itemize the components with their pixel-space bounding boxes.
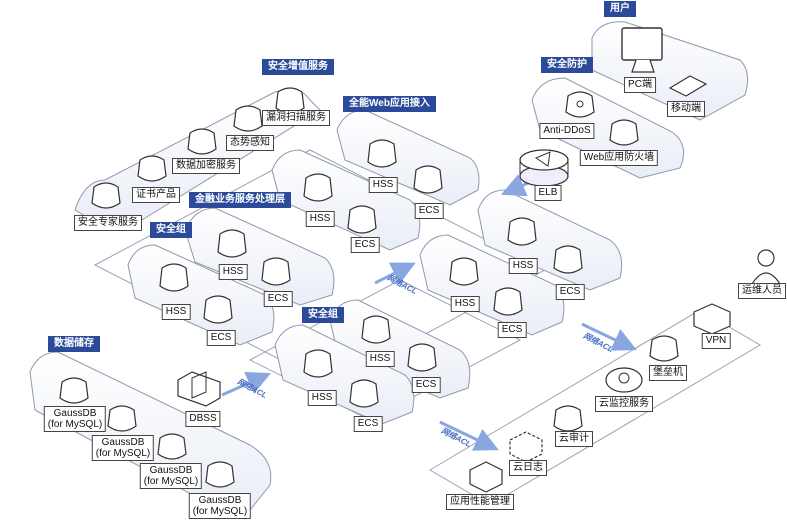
waf-label: Web应用防火墙	[579, 150, 659, 166]
ecs-label-5: ECS	[555, 284, 585, 300]
group-security-group-1-title: 安全组	[150, 222, 192, 238]
anti-ddos-label: Anti-DDoS	[539, 123, 595, 139]
hss-label-2: HSS	[305, 211, 335, 227]
vuln-scan-label: 漏洞扫描服务	[262, 110, 330, 126]
ecs-label-6: ECS	[497, 322, 527, 338]
vpn-icon	[693, 303, 731, 335]
apm-label: 应用性能管理	[446, 494, 514, 510]
hss-label-7: HSS	[365, 351, 395, 367]
hss-label-1: HSS	[368, 177, 398, 193]
cloud-log-icon	[509, 431, 543, 463]
cloud-audit-label: 云审计	[555, 431, 593, 447]
ecs-label-2: ECS	[350, 237, 380, 253]
panel-web-access	[336, 109, 480, 206]
gaussdb-label-3: GaussDB(for MySQL)	[139, 463, 203, 489]
ecs-label-3: ECS	[263, 291, 293, 307]
situation-icon	[233, 105, 263, 132]
panel-storage	[29, 351, 272, 516]
ops-staff-icon	[750, 249, 782, 285]
expert-icon	[91, 182, 121, 209]
icons	[59, 27, 782, 493]
hss-label-4: HSS	[161, 304, 191, 320]
elb-icon	[519, 149, 569, 187]
cloud-monitor-label: 云监控服务	[595, 396, 653, 412]
gaussdb-label-1: GaussDB(for MySQL)	[43, 406, 107, 432]
encryption-label: 数据加密服务	[172, 158, 240, 174]
gaussdb-label-2: GaussDB(for MySQL)	[91, 435, 155, 461]
group-users-title: 用户	[604, 1, 636, 17]
cloud-log-label: 云日志	[509, 460, 547, 476]
panel-finance-a	[271, 149, 421, 251]
ecs-label-4: ECS	[206, 330, 236, 346]
group-value-added-title: 安全增值服务	[262, 59, 334, 75]
mobile-icon	[668, 75, 708, 97]
group-security-protection-title: 安全防护	[541, 57, 593, 73]
ecs-label-8: ECS	[353, 416, 383, 432]
bastion-icon	[649, 335, 679, 362]
mobile-label: 移动端	[667, 101, 705, 117]
hss-label-8: HSS	[307, 390, 337, 406]
panel-sg2-b	[274, 324, 415, 425]
anti-ddos-icon	[565, 91, 595, 118]
vpn-label: VPN	[701, 333, 731, 349]
dbss-label: DBSS	[185, 411, 221, 427]
expert-label: 安全专家服务	[74, 215, 142, 231]
waf-icon	[609, 119, 639, 146]
pc-icon	[621, 27, 663, 73]
hss-label-5: HSS	[508, 258, 538, 274]
ecs-label-1: ECS	[414, 203, 444, 219]
panel-right-a	[477, 189, 623, 291]
situation-label: 态势感知	[226, 135, 274, 151]
ops-staff-label: 运维人员	[738, 283, 786, 299]
elb-label: ELB	[534, 185, 562, 201]
hss-label-6: HSS	[450, 296, 480, 312]
hss-label-3: HSS	[218, 264, 248, 280]
gaussdb-icons	[59, 377, 235, 488]
gaussdb-label-4: GaussDB(for MySQL)	[188, 493, 252, 519]
pc-label: PC端	[624, 77, 656, 93]
encryption-icon	[187, 128, 217, 155]
hss-ecs-icons	[159, 139, 583, 408]
cloud-audit-icon	[553, 405, 583, 432]
certificate-icon	[137, 155, 167, 182]
group-data-storage-title: 数据储存	[48, 336, 100, 352]
group-web-access-title: 全能Web应用接入	[343, 96, 436, 112]
certificate-label: 证书产品	[132, 187, 180, 203]
group-finance-title: 金融业务服务处理层	[189, 192, 291, 208]
bastion-label: 堡垒机	[649, 365, 687, 381]
group-security-group-2-title: 安全组	[302, 307, 344, 323]
ecs-label-7: ECS	[411, 377, 441, 393]
cloud-monitor-icon	[605, 367, 643, 393]
dbss-icon	[177, 371, 221, 407]
apm-icon	[469, 461, 503, 493]
